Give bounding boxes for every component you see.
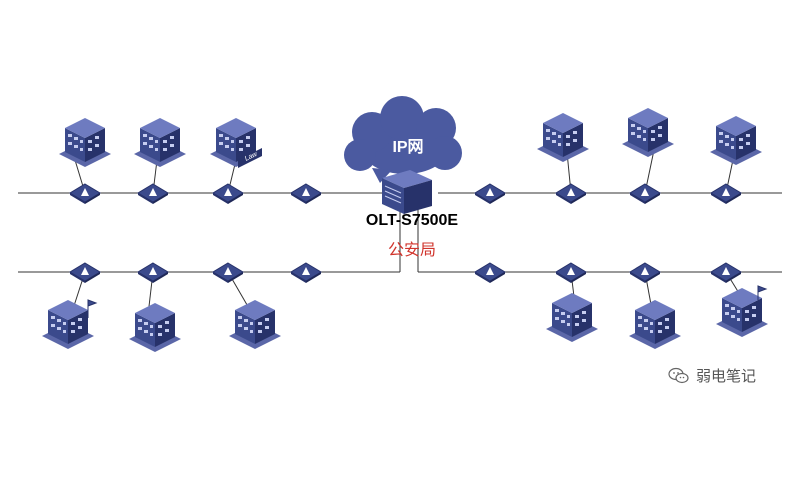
watermark-text: 弱电笔记	[696, 367, 757, 385]
flag-icons	[87, 285, 768, 318]
wechat-icon	[668, 367, 689, 383]
splitter-top-8	[710, 183, 742, 205]
splitter-bottom-1	[69, 262, 101, 284]
splitter-bottom-3	[212, 262, 244, 284]
building-bottom-left-1	[42, 300, 94, 349]
building-top-right-1	[537, 113, 589, 162]
splitter-top-2	[137, 183, 169, 205]
building-bottom-right-1	[546, 293, 598, 342]
building-bottom-right-3	[716, 288, 768, 337]
building-top-left-1	[59, 118, 111, 167]
building-bottom-left-3	[229, 300, 281, 349]
splitter-top-4	[290, 183, 322, 205]
splitter-bottom-8	[710, 262, 742, 284]
olt-model-label: OLT-S7500E	[365, 212, 459, 229]
splitter-top-5	[474, 183, 506, 205]
building-bottom-left-2	[129, 303, 181, 352]
watermark: 弱电笔记	[668, 365, 756, 386]
splitter-bottom-6	[555, 262, 587, 284]
splitter-bottom-7	[629, 262, 661, 284]
splitter-top-7	[629, 183, 661, 205]
building-top-right-3	[710, 116, 762, 165]
splitter-top-6	[555, 183, 587, 205]
olt-device-icon	[382, 170, 432, 214]
splitter-top-3	[212, 183, 244, 205]
splitter-bottom-5	[474, 262, 506, 284]
splitter-top-1	[69, 183, 101, 205]
building-top-left-2	[134, 118, 186, 167]
olt-site-label: 公安局	[387, 240, 436, 259]
building-bottom-right-2	[629, 300, 681, 349]
cloud-label: IP网	[392, 139, 424, 156]
splitter-bottom-2	[137, 262, 169, 284]
building-top-right-2	[622, 108, 674, 157]
splitter-bottom-4	[290, 262, 322, 284]
ip-network-cloud	[344, 96, 462, 183]
